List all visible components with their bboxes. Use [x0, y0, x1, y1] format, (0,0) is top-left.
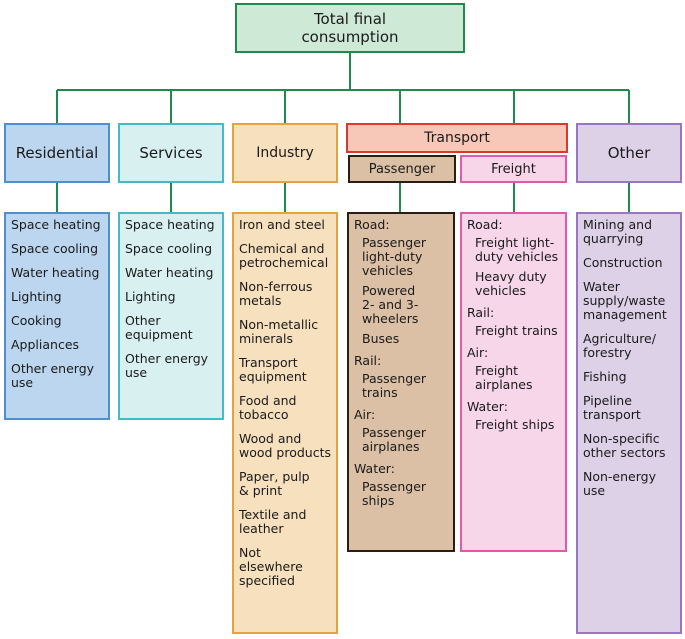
list-item: Lighting [11, 289, 62, 304]
total-final-consumption-box: Total final consumption [235, 3, 465, 53]
list-item: Passenger light-duty vehicles [362, 235, 427, 278]
list-item: Transport equipment [239, 355, 307, 384]
mode-group: Rail: Passenger trains [354, 354, 449, 400]
list-item: Non-energy use [583, 469, 656, 498]
list-item: Passenger airplanes [362, 425, 427, 454]
list-item: Other energy use [125, 351, 209, 380]
list-item: Appliances [11, 337, 80, 352]
mode-group: Air: Passenger airplanes [354, 408, 449, 454]
freight-header: Freight [460, 155, 567, 183]
list-item: Fishing [583, 369, 627, 384]
mode-label: Water: [354, 461, 395, 476]
list-item: Powered 2- and 3- wheelers [362, 283, 419, 326]
list-item: Space cooling [11, 241, 99, 256]
list-item: Mining and quarrying [583, 217, 653, 246]
list-item: Passenger trains [362, 371, 427, 400]
mode-label: Rail: [354, 353, 382, 368]
list-item: Non-specific other sectors [583, 431, 666, 460]
list-item: Construction [583, 255, 663, 270]
list-item: Heavy duty vehicles [475, 269, 547, 298]
list-item: Textile and leather [239, 507, 307, 536]
list-item: Wood and wood products [239, 431, 332, 460]
mode-group: Water: Freight ships [467, 400, 561, 432]
mode-label: Air: [354, 407, 376, 422]
industry-header: Industry [232, 123, 338, 183]
mode-label: Road: [467, 217, 503, 232]
residential-header: Residential [4, 123, 110, 183]
list-item: Water supply/waste management [583, 279, 667, 322]
list-item: Cooking [11, 313, 62, 328]
list-item: Not elsewhere specified [239, 545, 303, 588]
list-item: Freight trains [475, 323, 558, 338]
list-item: Passenger ships [362, 479, 427, 508]
list-item: Pipeline transport [583, 393, 641, 422]
list-item: Freight ships [475, 417, 555, 432]
mode-group: Water: Passenger ships [354, 462, 449, 508]
mode-group: Rail: Freight trains [467, 306, 561, 338]
other-header: Other [576, 123, 682, 183]
list-item: Food and tobacco [239, 393, 297, 422]
list-item: Lighting [125, 289, 176, 304]
list-item: Buses [362, 331, 400, 346]
mode-label: Road: [354, 217, 390, 232]
list-item: Space heating [11, 217, 101, 232]
list-item: Non-ferrous metals [239, 279, 313, 308]
list-item: Iron and steel [239, 217, 325, 232]
list-item: Other equipment [125, 313, 193, 342]
list-item: Space heating [125, 217, 215, 232]
mode-label: Water: [467, 399, 508, 414]
mode-group: Air: Freight airplanes [467, 346, 561, 392]
list-item: Water heating [11, 265, 100, 280]
list-item: Water heating [125, 265, 214, 280]
list-item: Non-metallic minerals [239, 317, 319, 346]
list-item: Freight light- duty vehicles [475, 235, 559, 264]
list-item: Paper, pulp & print [239, 469, 310, 498]
passenger-header: Passenger [348, 155, 456, 183]
mode-label: Air: [467, 345, 489, 360]
mode-label: Rail: [467, 305, 495, 320]
list-item: Other energy use [11, 361, 95, 390]
list-item: Agriculture/ forestry [583, 331, 656, 360]
list-item: Freight airplanes [475, 363, 533, 392]
list-item: Space cooling [125, 241, 213, 256]
transport-header: Transport [346, 123, 568, 153]
services-header: Services [118, 123, 224, 183]
list-item: Chemical and petrochemical [239, 241, 329, 270]
